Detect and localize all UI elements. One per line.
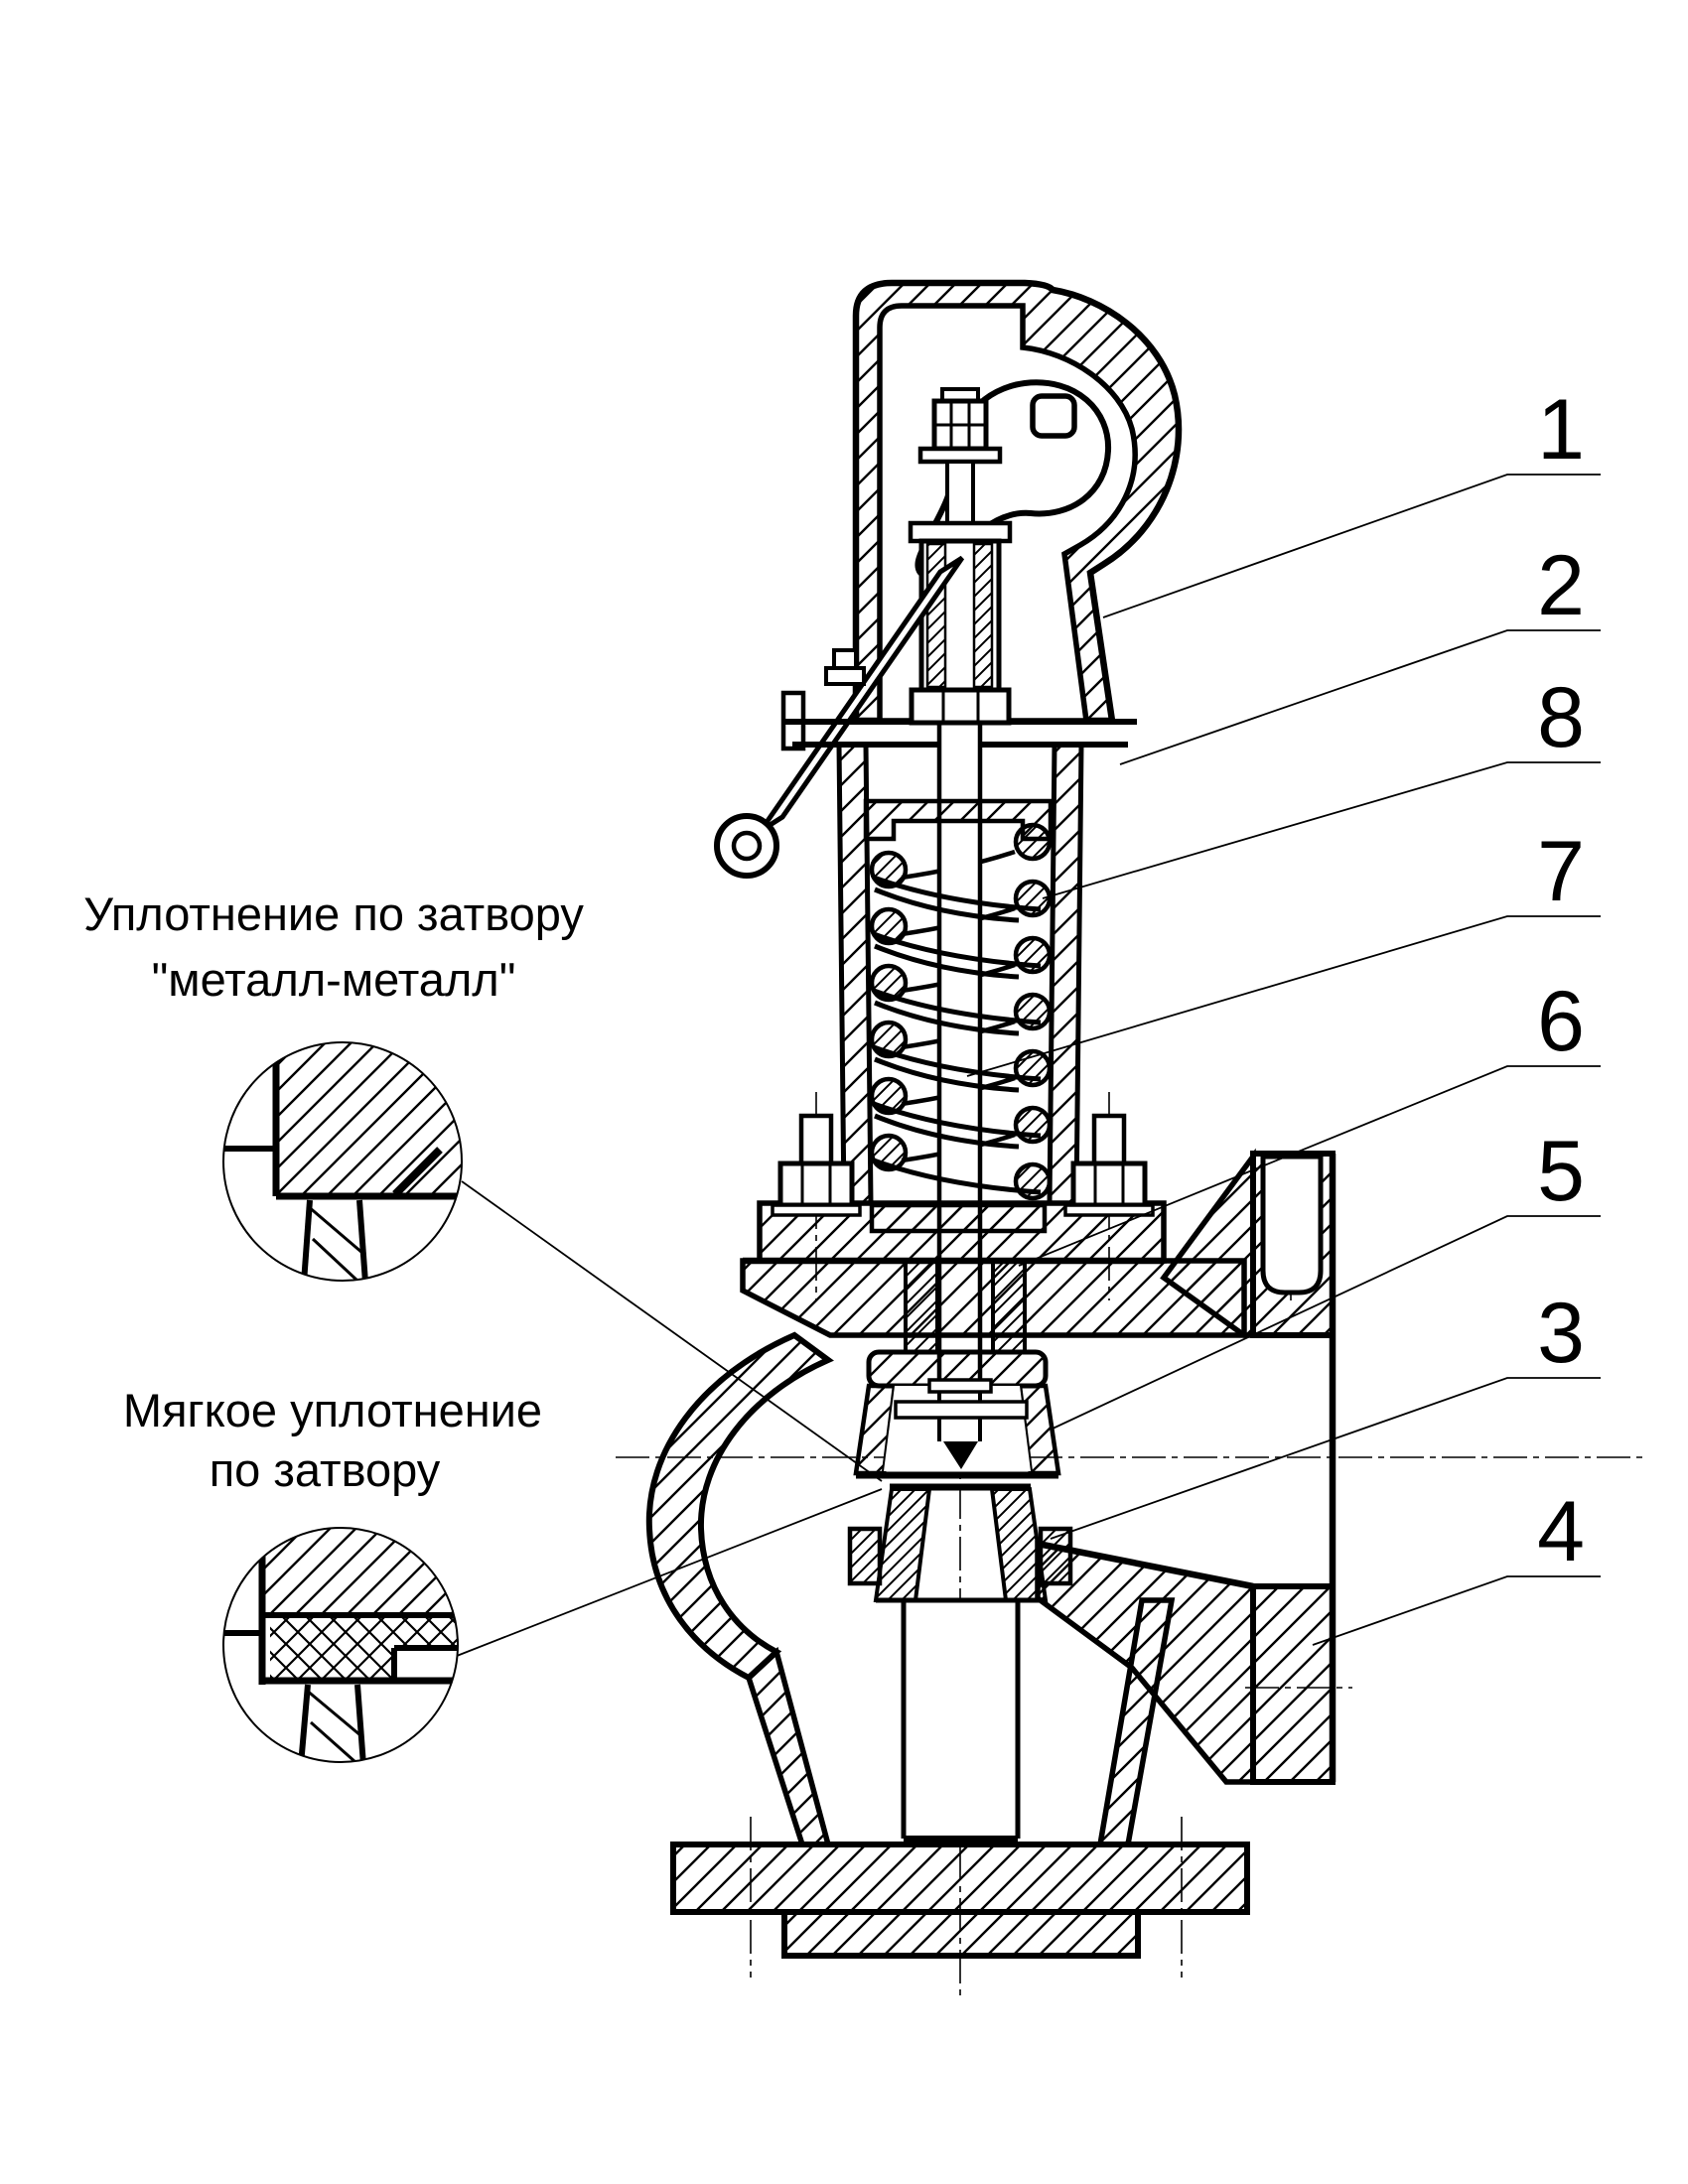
cam-square-hole	[1030, 393, 1077, 439]
spring-wire-sections	[869, 822, 1053, 1201]
bonnet	[836, 742, 1084, 1206]
detail1-seat-hatch	[307, 1204, 363, 1255]
inlet-flange-plate	[670, 1842, 1250, 1915]
leader-1	[1102, 474, 1601, 618]
detail2-seat-right	[354, 1684, 366, 1762]
outlet-passage-bottom-edge	[1037, 1540, 1254, 1590]
leader-8	[1042, 761, 1601, 899]
body-chamber-left-wall	[645, 1331, 834, 1682]
outlet-flange-bolt-notch	[1260, 1154, 1324, 1296]
detail1-seat-stub-fill	[303, 1200, 365, 1281]
detail2-disc-section	[262, 1529, 458, 1618]
detail2-seat-left	[298, 1684, 311, 1762]
metal-seal-label-line1: Уплотнение по затвору	[83, 887, 584, 940]
leader-4	[1312, 1575, 1601, 1646]
sleeve-thread-right	[972, 542, 994, 689]
detail2-circle	[222, 1527, 459, 1763]
callout-2: 2	[1537, 538, 1585, 633]
leader-7	[966, 915, 1601, 1077]
callout-1: 1	[1537, 382, 1585, 478]
soft-seal-label-line2: по затвору	[210, 1443, 441, 1496]
disc-assembly	[853, 1349, 1061, 1479]
leader-5	[1050, 1215, 1601, 1431]
callout-numbers: 1 2 8 7 6 5 3 4	[1537, 382, 1585, 1579]
stem-nut	[909, 687, 1012, 726]
leader-6	[1018, 1065, 1601, 1267]
leader-3	[1050, 1377, 1601, 1540]
spring-plate-top	[863, 798, 1054, 842]
callout-5: 5	[1537, 1124, 1585, 1219]
lever-pin-head	[832, 648, 858, 670]
callout-3: 3	[1537, 1286, 1585, 1381]
seat-clamp-left	[847, 1526, 883, 1586]
inlet-flange-step	[781, 1909, 1141, 1959]
inlet-bore	[904, 1600, 1018, 1839]
metal-seal-label-line2: "металл-металл"	[152, 953, 516, 1006]
callout-6: 6	[1537, 974, 1585, 1069]
lever-eye-hole	[731, 830, 763, 862]
outlet-flange-lower	[1250, 1583, 1336, 1785]
flange-joint	[740, 1113, 1247, 1354]
body	[645, 1148, 1336, 1959]
sleeve-thread-left	[925, 542, 947, 689]
adjusting-screw	[908, 387, 1013, 693]
detail2-seat-stub-fill	[301, 1685, 363, 1762]
stud-washer-right	[1063, 1203, 1155, 1217]
seat-wall-right	[989, 1487, 1049, 1602]
detail1-leader	[461, 1180, 883, 1482]
guide-bushing-left	[904, 1259, 939, 1354]
detail2-retainer-step	[394, 1648, 458, 1681]
leader-2	[1119, 629, 1601, 765]
lever-pin	[824, 666, 866, 686]
detail1-disc-section	[274, 1042, 462, 1196]
stud-right	[1091, 1113, 1127, 1166]
stem-washer	[927, 1378, 993, 1394]
annotations: Уплотнение по затвору "металл-металл" Мя…	[83, 887, 584, 1496]
stud-nut-left	[777, 1160, 855, 1208]
detail2-seat-hatch	[310, 1720, 356, 1762]
soft-seal-label-line1: Мягкое уплотнение	[123, 1384, 542, 1436]
detail1-chamfer	[392, 1147, 443, 1197]
guide-bushing-right	[991, 1259, 1027, 1354]
detail2-leader	[456, 1488, 883, 1657]
detail1-seat-left	[301, 1199, 313, 1281]
sleeve-collar	[908, 520, 1013, 544]
screw-shaft	[945, 460, 975, 527]
stem-tip	[943, 1441, 978, 1469]
inlet-cone-left-wall	[745, 1646, 832, 1847]
cap	[852, 279, 1183, 725]
detail2-seat-hatch	[305, 1688, 361, 1737]
stud-washer-left	[771, 1203, 862, 1217]
detail1-seat-hatch	[311, 1237, 359, 1281]
stud-left	[798, 1113, 834, 1166]
bonnet-wall-right	[1047, 742, 1084, 1206]
callout-7: 7	[1537, 824, 1585, 919]
detail1-circle	[222, 1041, 463, 1282]
seat-assembly	[847, 1483, 1073, 1603]
detail-soft-seal	[222, 1488, 883, 1763]
seat-wall-left	[873, 1487, 932, 1602]
disc-pin	[894, 1400, 1029, 1420]
callout-4: 4	[1537, 1484, 1585, 1579]
callout-8: 8	[1537, 670, 1585, 765]
stud-nut-right	[1070, 1160, 1148, 1208]
callout-leaders	[966, 474, 1601, 1646]
detail1-seat-right	[356, 1199, 368, 1281]
